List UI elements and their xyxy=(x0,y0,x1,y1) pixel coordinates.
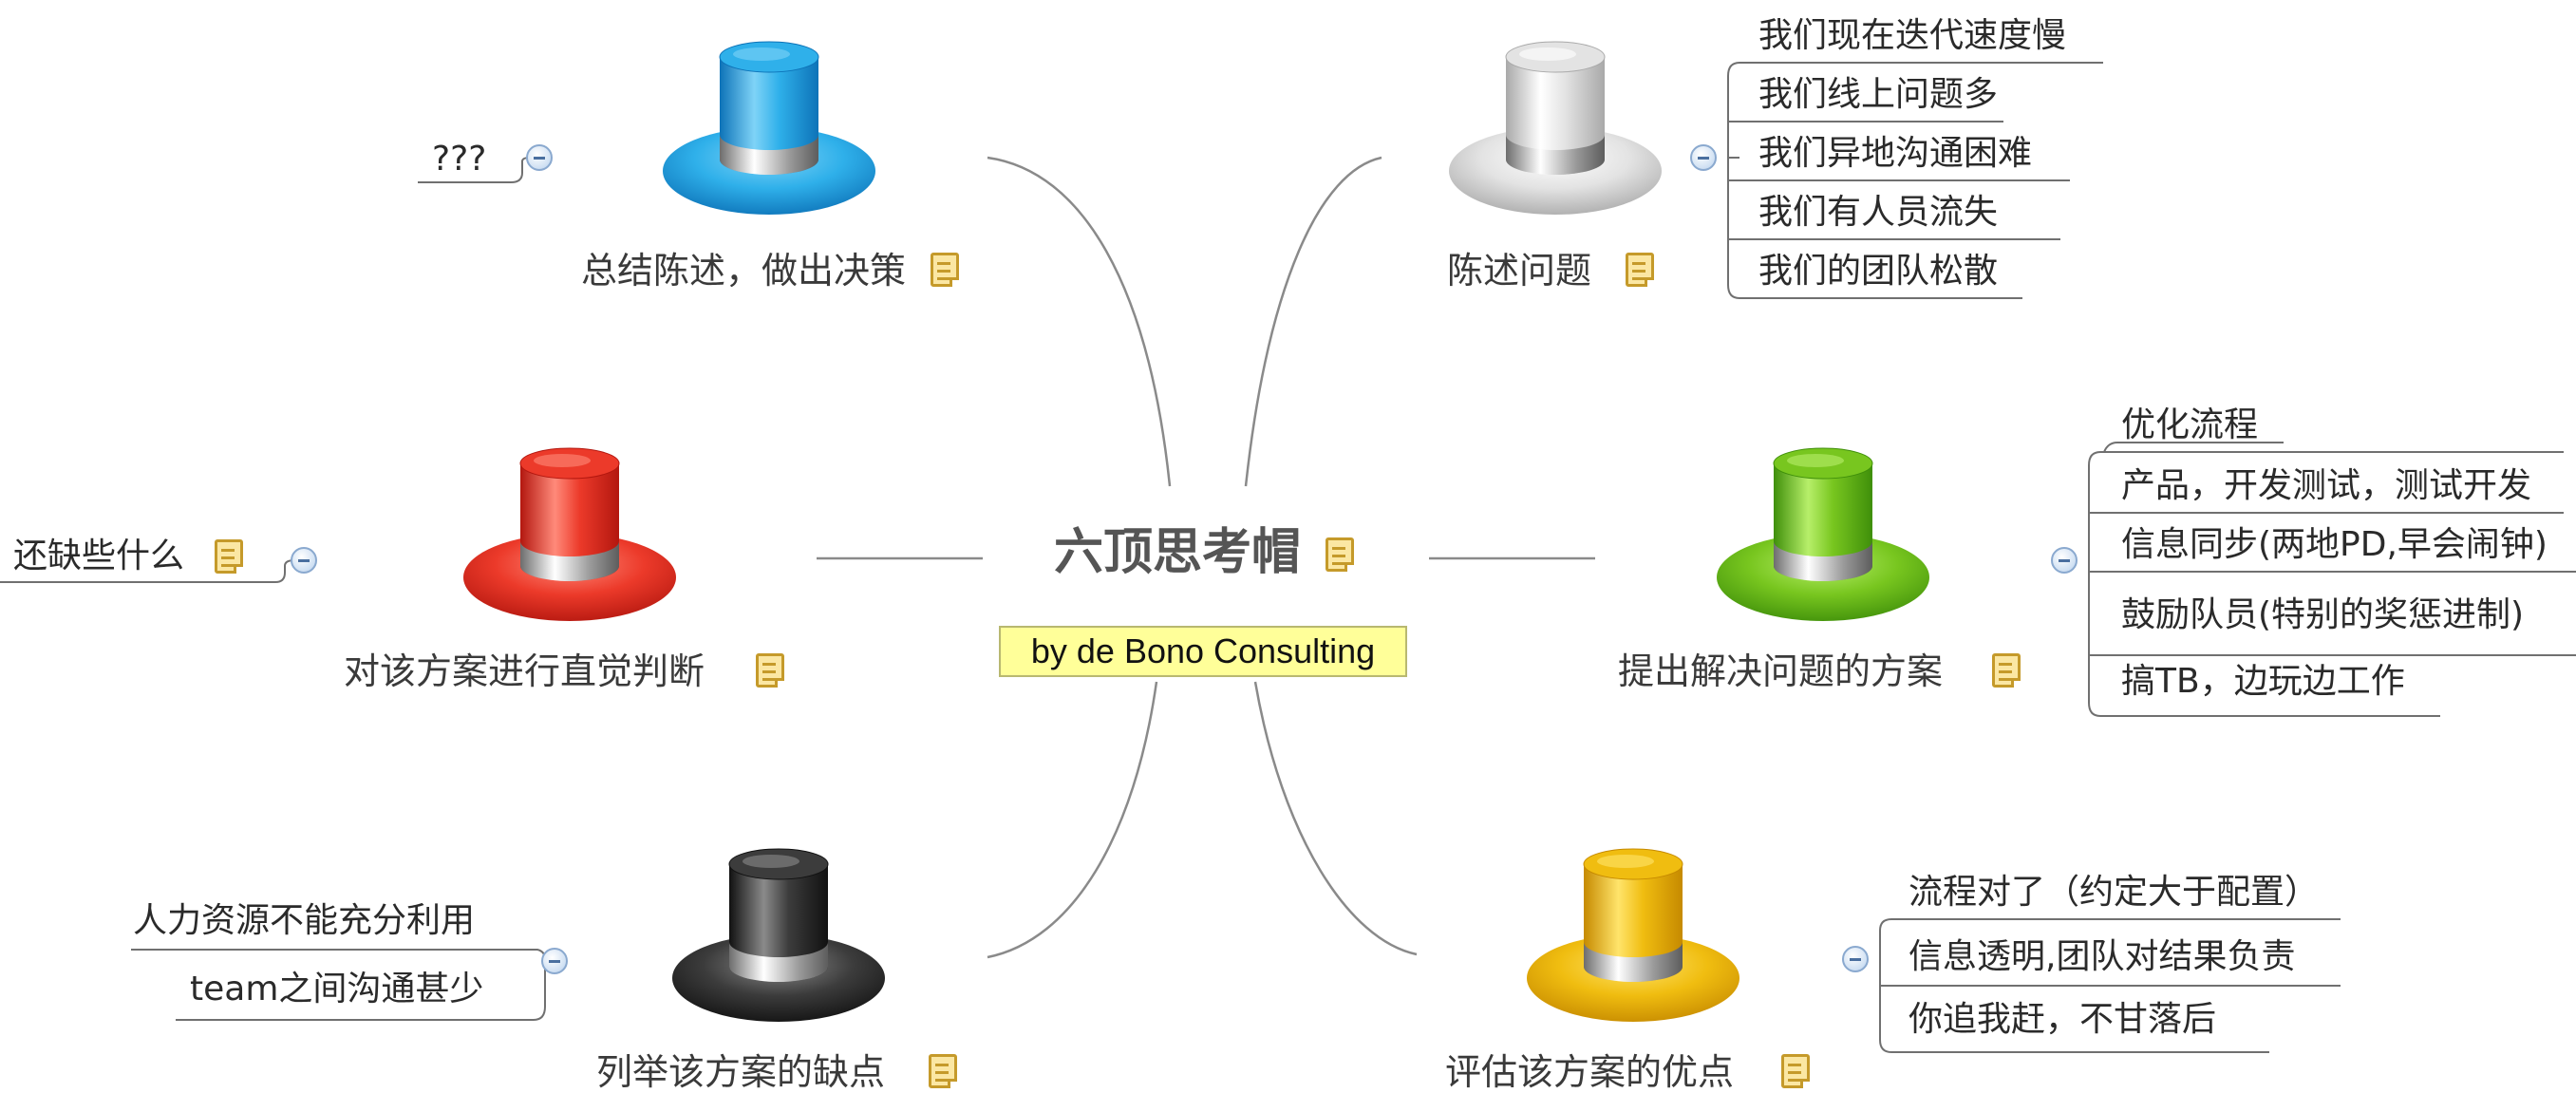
note-icon[interactable] xyxy=(1626,253,1654,287)
topic-white-child-2[interactable]: 我们异地沟通困难 xyxy=(1758,134,2033,173)
note-icon[interactable] xyxy=(1992,653,2021,688)
topic-yellow-child-2[interactable]: 你追我赶，不甘落后 xyxy=(1908,1000,2217,1039)
branch-blue-child xyxy=(418,157,531,183)
collapse-icon[interactable] xyxy=(1842,946,1869,972)
topic-red-child-0[interactable]: 还缺些什么 xyxy=(13,537,185,575)
top-hat-icon xyxy=(663,41,875,215)
note-icon[interactable] xyxy=(1781,1054,1810,1088)
collapse-icon[interactable] xyxy=(1690,144,1717,171)
top-hat-icon xyxy=(1717,447,1929,621)
top-hat-icon xyxy=(672,848,885,1022)
note-icon[interactable] xyxy=(929,1054,957,1088)
central-topic-title[interactable]: 六顶思考帽 xyxy=(1054,524,1302,581)
topic-white-child-0[interactable]: 我们现在迭代速度慢 xyxy=(1758,16,2067,55)
top-hat-icon xyxy=(463,447,676,621)
note-icon[interactable] xyxy=(756,653,784,688)
connector-yellow xyxy=(1253,681,1418,956)
topic-white-child-4[interactable]: 我们的团队松散 xyxy=(1758,252,1999,291)
topic-yellow-label[interactable]: 评估该方案的优点 xyxy=(1445,1051,1735,1093)
topic-white-child-1[interactable]: 我们线上问题多 xyxy=(1758,75,1999,114)
top-hat-icon xyxy=(1527,848,1739,1022)
central-subtitle: by de Bono Consulting xyxy=(999,626,1407,677)
note-icon[interactable] xyxy=(931,253,959,287)
topic-yellow-child-1[interactable]: 信息透明,团队对结果负责 xyxy=(1908,937,2296,976)
topic-green-child-0[interactable]: 优化流程 xyxy=(2121,405,2259,444)
topic-yellow-child-0[interactable]: 流程对了（约定大于配置） xyxy=(1908,873,2320,912)
topic-green-child-3[interactable]: 鼓励队员(特别的奖惩进制) xyxy=(2121,595,2525,634)
collapse-icon[interactable] xyxy=(291,547,317,574)
connector-white xyxy=(1244,156,1382,487)
topic-black-child-1[interactable]: team之间沟通甚少 xyxy=(190,970,484,1008)
topic-blue-label[interactable]: 总结陈述，做出决策 xyxy=(581,250,907,292)
topic-green-child-1[interactable]: 产品，开发测试，测试开发 xyxy=(2121,466,2532,505)
topic-blue-child-0[interactable]: ??? xyxy=(432,140,487,179)
connector-blue xyxy=(987,156,1172,487)
topic-red-label[interactable]: 对该方案进行直觉判断 xyxy=(344,650,705,692)
top-hat-icon xyxy=(1449,41,1662,215)
collapse-icon[interactable] xyxy=(526,144,553,171)
topic-white-child-3[interactable]: 我们有人员流失 xyxy=(1758,193,1999,232)
topic-black-label[interactable]: 列举该方案的缺点 xyxy=(596,1051,886,1093)
topic-green-label[interactable]: 提出解决问题的方案 xyxy=(1618,650,1944,692)
connector-black xyxy=(987,681,1158,959)
collapse-icon[interactable] xyxy=(2051,547,2078,574)
topic-black-child-0[interactable]: 人力资源不能充分利用 xyxy=(133,901,476,940)
note-icon[interactable] xyxy=(1326,537,1354,572)
collapse-icon[interactable] xyxy=(541,948,568,974)
note-icon[interactable] xyxy=(215,539,243,574)
topic-white-label[interactable]: 陈述问题 xyxy=(1447,250,1592,292)
topic-green-child-2[interactable]: 信息同步(两地PD,早会闹钟) xyxy=(2121,525,2548,564)
topic-green-child-4[interactable]: 搞TB，边玩边工作 xyxy=(2121,662,2405,701)
